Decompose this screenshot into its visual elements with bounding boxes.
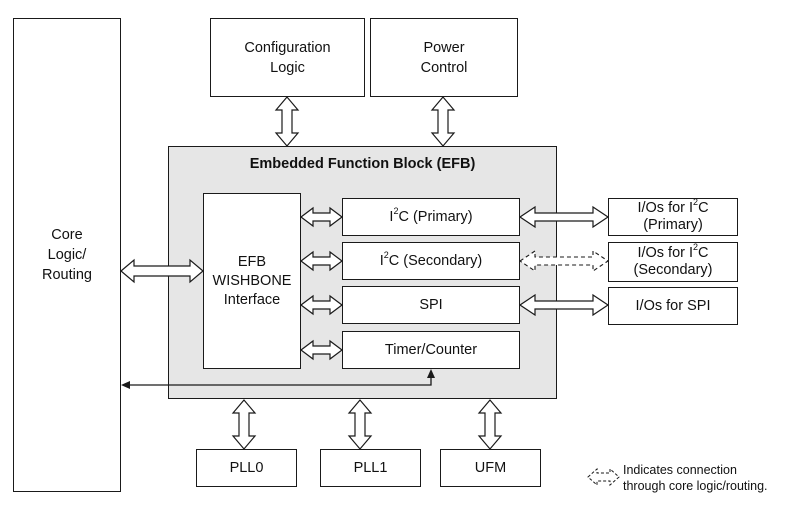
spi-block: SPI bbox=[342, 286, 520, 324]
wishbone-i2c-secondary-arrow bbox=[300, 250, 343, 272]
spi-io-arrow bbox=[518, 293, 610, 317]
wishbone-i2c-primary-arrow bbox=[300, 206, 343, 228]
timer-core-arrowhead-left bbox=[121, 381, 130, 389]
config-efb-arrow bbox=[274, 96, 300, 147]
efb-ufm-arrow bbox=[477, 399, 503, 450]
i2c-secondary-label: I2C (Secondary) bbox=[379, 250, 483, 269]
core-logic-routing-block: Core Logic/ Routing bbox=[13, 18, 121, 492]
configuration-logic-block: Configuration Logic bbox=[210, 18, 365, 97]
io-spi-block: I/Os for SPI bbox=[608, 287, 738, 325]
i2c-primary-label: I2C (Primary) bbox=[389, 206, 473, 225]
efb-title: Embedded Function Block (EFB) bbox=[249, 156, 476, 172]
efb-wishbone-interface-block: EFB WISHBONE Interface bbox=[203, 193, 301, 369]
core-wishbone-arrow bbox=[120, 258, 204, 284]
ufm-block: UFM bbox=[440, 449, 541, 487]
io-i2c-secondary-block: I/Os for I2C(Secondary) bbox=[608, 242, 738, 282]
timer-counter-block: Timer/Counter bbox=[342, 331, 520, 369]
i2c-secondary-io-dashed-arrow bbox=[519, 249, 609, 273]
efb-pll1-arrow bbox=[347, 399, 373, 450]
i2c-primary-io-arrow bbox=[518, 205, 610, 229]
wishbone-spi-arrow bbox=[300, 294, 343, 316]
io-i2c-secondary-label: I/Os for I2C(Secondary) bbox=[633, 242, 713, 278]
power-efb-arrow bbox=[430, 96, 456, 147]
wishbone-timer-arrow bbox=[300, 339, 343, 361]
pll1-block: PLL1 bbox=[320, 449, 421, 487]
timer-core-arrowhead-up bbox=[427, 369, 435, 378]
i2c-secondary-block: I2C (Secondary) bbox=[342, 242, 520, 280]
timer-core-line bbox=[128, 372, 432, 386]
legend-dashed-arrow-icon bbox=[587, 467, 620, 487]
i2c-primary-block: I2C (Primary) bbox=[342, 198, 520, 236]
legend-text: Indicates connection through core logic/… bbox=[623, 463, 768, 493]
io-i2c-primary-label: I/Os for I2C(Primary) bbox=[637, 197, 709, 233]
power-control-block: Power Control bbox=[370, 18, 518, 97]
pll0-block: PLL0 bbox=[196, 449, 297, 487]
io-i2c-primary-block: I/Os for I2C(Primary) bbox=[608, 198, 738, 236]
efb-pll0-arrow bbox=[231, 399, 257, 450]
